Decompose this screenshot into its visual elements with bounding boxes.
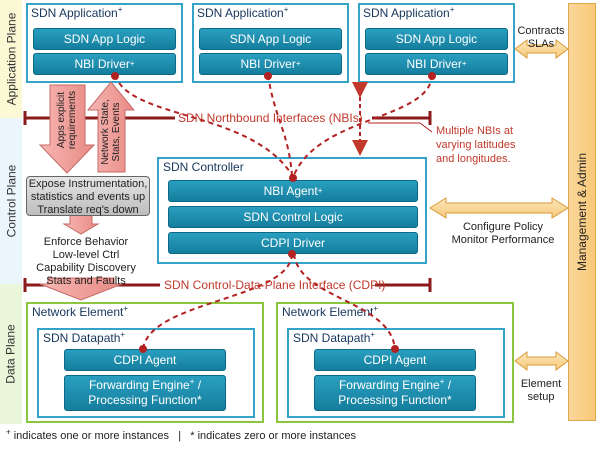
sdn-application-1-title: SDN Application+ xyxy=(31,5,123,21)
control-plane-band xyxy=(0,118,22,284)
nbi-driver-1: NBI Driver+ xyxy=(33,53,176,75)
sdn-application-2-title: SDN Application+ xyxy=(197,5,289,21)
nbi-connector-2 xyxy=(267,74,293,176)
data-plane-band xyxy=(0,284,22,424)
nbi-note-bracket xyxy=(368,122,433,133)
network-state-text: Network State,Stats, Events xyxy=(100,99,122,165)
forwarding-engine-2: Forwarding Engine+ / Processing Function… xyxy=(314,375,476,411)
sdn-datapath-2-title: SDN Datapath+ xyxy=(293,330,376,346)
nbi-driver-3-dot xyxy=(428,72,436,80)
nbi-label: SDN Northbound Interfaces (NBIs) xyxy=(178,111,363,125)
expose-instrumentation-box: Expose Instrumentation,statistics and ev… xyxy=(26,176,150,216)
policy-arrow xyxy=(429,197,569,219)
sdn-controller-title: SDN Controller xyxy=(163,160,244,174)
contracts-arrow xyxy=(514,39,569,59)
footer-legend: + indicates one or more instances | * in… xyxy=(6,427,356,442)
network-state-arrow xyxy=(86,81,136,173)
cdpi-agent-1: CDPI Agent xyxy=(64,349,226,371)
network-element-1-title: Network Element+ xyxy=(32,304,129,320)
cdpi-agent-1-dot xyxy=(139,345,147,353)
cdpi-driver-dot xyxy=(288,250,296,258)
sdn-app-logic-2: SDN App Logic xyxy=(199,28,342,50)
nbi-connector-1 xyxy=(114,74,293,176)
network-element-2-title: Network Element+ xyxy=(282,304,379,320)
cdpi-label: SDN Control-Data-Plane Interface (CDPI) xyxy=(164,278,386,292)
cdpi-connector-1 xyxy=(142,253,293,350)
management-admin-bar: Management & Admin xyxy=(568,3,596,421)
forwarding-engine-1: Forwarding Engine+ / Processing Function… xyxy=(64,375,226,411)
enforce-arrow xyxy=(62,213,100,235)
nbi-driver-3: NBI Driver+ xyxy=(365,53,508,75)
nbi-driver-2-dot xyxy=(264,72,272,80)
nbi-connector-3 xyxy=(293,74,433,176)
cdpi-agent-2: CDPI Agent xyxy=(314,349,476,371)
apps-requirements-arrow xyxy=(38,84,96,174)
cdpi-agent-2-dot xyxy=(391,345,399,353)
nbi-agent-dot xyxy=(289,174,297,182)
element-setup-arrow xyxy=(514,351,569,371)
cdpi-down-arrow xyxy=(39,277,123,301)
sdn-datapath-1-title: SDN Datapath+ xyxy=(43,330,126,346)
sdn-application-3-title: SDN Application+ xyxy=(363,5,455,21)
sdn-app-logic-1: SDN App Logic xyxy=(33,28,176,50)
application-plane-band xyxy=(0,0,22,118)
sdn-control-logic: SDN Control Logic xyxy=(168,206,418,228)
nbi-driver-1-dot xyxy=(111,72,119,80)
cdpi-connector-2 xyxy=(293,253,396,350)
sdn-app-logic-3: SDN App Logic xyxy=(365,28,508,50)
